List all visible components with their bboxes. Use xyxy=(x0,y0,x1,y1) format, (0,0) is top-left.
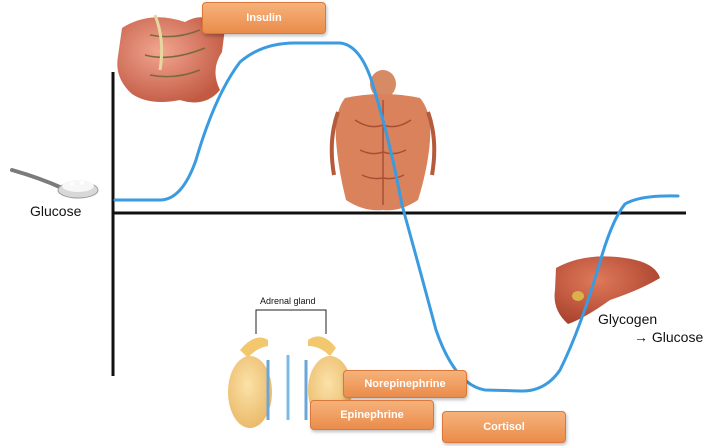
insulin-box: Insulin xyxy=(202,2,326,34)
spoon-of-sugar-icon xyxy=(12,170,98,198)
adrenal-gland-label: Adrenal gland xyxy=(260,296,316,306)
glycogen-label: Glycogen → Glucose xyxy=(598,310,703,346)
norepinephrine-box: Norepinephrine xyxy=(343,370,467,398)
epinephrine-box: Epinephrine xyxy=(310,400,434,430)
glycogen-label-line1: Glycogen xyxy=(598,310,703,328)
cortisol-box: Cortisol xyxy=(442,411,566,443)
muscle-torso-icon xyxy=(332,70,435,210)
glucose-label: Glucose xyxy=(30,203,81,219)
glycogen-label-line2: → Glucose xyxy=(598,328,703,346)
